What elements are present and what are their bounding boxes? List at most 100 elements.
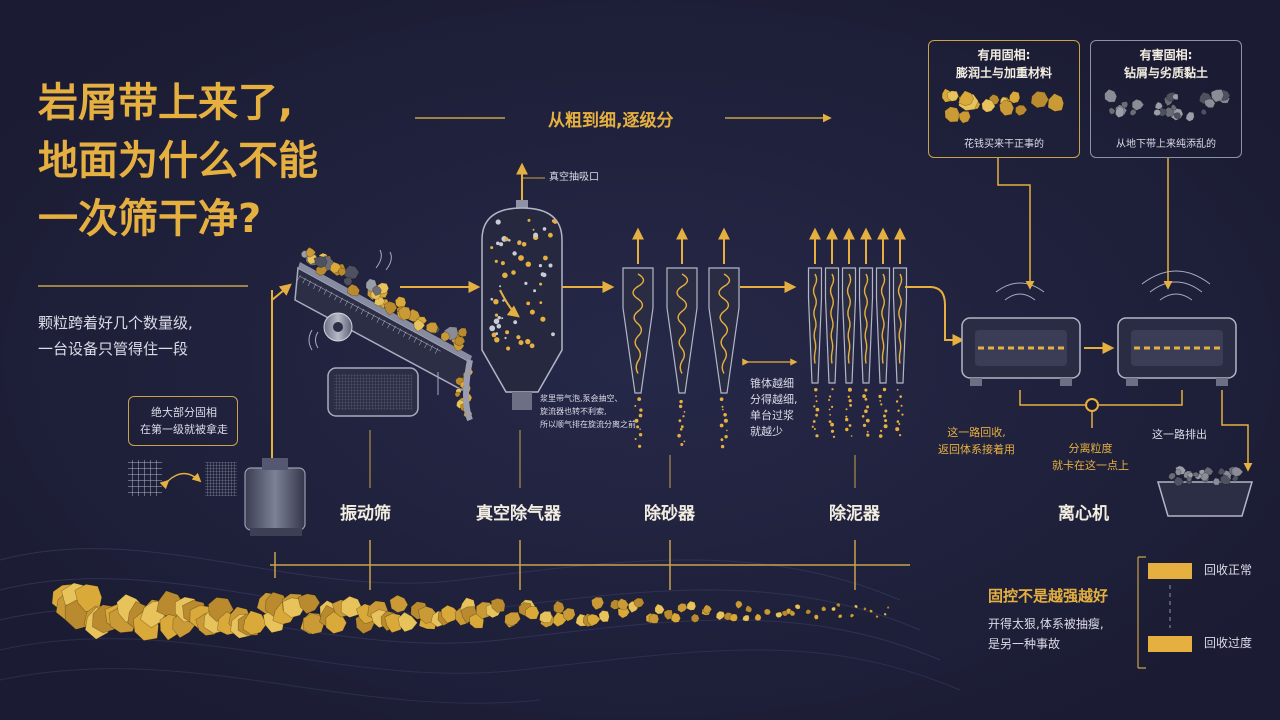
desilter-cone-underflow-particle	[895, 427, 900, 432]
desilter-cone-underflow-particle	[811, 425, 814, 428]
desilter-cone-underflow-particle	[847, 387, 852, 392]
desilter-cone-underflow-particle	[878, 394, 882, 399]
desander-cone-underflow-particle	[637, 397, 642, 401]
cut-point-line-1: 分离粒度	[1068, 442, 1113, 455]
degasser-note: 浆里带气泡,泵会抽空、 旋流器也转不利索, 所以顺气排在旋流分离之前	[540, 392, 636, 431]
degasser-bubble	[513, 320, 518, 325]
degasser-bubble	[491, 332, 497, 338]
desilter-cone-body	[892, 267, 908, 384]
desander-cone-underflow-particle	[638, 413, 643, 418]
shaker-rock	[454, 336, 466, 347]
cone-note-line-4: 就越少	[750, 425, 783, 438]
first-stage-line-1: 绝大部分固相	[151, 406, 217, 419]
desilter-cone-vortex	[880, 273, 886, 364]
degasser-bubble	[505, 330, 510, 335]
desilter-cone-vortex	[829, 273, 835, 364]
centrifuge-return-line-1: 这一路回收,	[947, 426, 1006, 439]
strip-particle	[745, 605, 753, 613]
desilter-cone-underflow-particle	[831, 405, 834, 408]
shaker-rock	[347, 283, 361, 297]
desilter-cone-underflow-particle	[849, 404, 852, 407]
desilter-cone-underflow-particle	[830, 429, 835, 433]
degasser-bubble	[496, 241, 500, 246]
legend-swatch-normal	[1148, 563, 1192, 579]
control-body-line-1: 开得太狠,体系被抽瘦,	[988, 617, 1104, 631]
degasser-bubble	[501, 317, 504, 320]
desilter-cone-underflow-particle	[899, 395, 902, 398]
discharge-bin	[1156, 481, 1254, 517]
harmful-rock	[1185, 111, 1195, 122]
desander-cone-underflow-particle	[719, 423, 724, 428]
desander-cone-underflow-particle	[720, 444, 725, 449]
strip-particle	[598, 610, 610, 623]
page-title: 岩屑带上来了, 地面为什么不能 一次筛干净?	[38, 74, 418, 248]
arrow-desilter-centrifuge	[905, 286, 965, 346]
degasser-vessel	[463, 162, 563, 422]
centrifuge-return-line-2: 返回体系接着用	[938, 443, 1015, 456]
cone-note-line-2: 分得越细,	[750, 393, 798, 406]
cone-note-line-3: 单台过浆	[750, 409, 794, 422]
degasser-bubble	[512, 251, 517, 256]
desilter-cone-underflow-particle	[862, 394, 866, 398]
desilter-cone-underflow-particle	[880, 403, 883, 406]
flow-label: 从粗到细,逐级分	[548, 111, 674, 131]
centrifuge-connectors	[997, 158, 1253, 472]
desilter-cone-underflow-particle	[850, 435, 853, 437]
desilter-cone-underflow-particle	[829, 414, 831, 416]
desander-cone-underflow-particle	[679, 399, 683, 404]
strip-particle	[702, 604, 713, 615]
desilter-cone-underflow-particle	[814, 388, 818, 392]
strip-particle	[591, 596, 605, 611]
shaker-rock	[457, 327, 468, 338]
degasser-bubble	[526, 301, 531, 306]
cone-note: 锥体越细 分得越细, 单台过浆 就越少	[750, 376, 798, 440]
strip-particle	[663, 609, 674, 621]
useful-rock	[958, 110, 971, 124]
desander-cone-underflow-particle	[677, 433, 681, 438]
bin-rock	[1231, 466, 1244, 477]
harmful-rock	[1131, 98, 1145, 111]
bin-rock	[1173, 476, 1184, 487]
degasser-bubble	[543, 255, 548, 261]
desander-cone-body	[708, 267, 740, 394]
degasser-bubble	[533, 289, 537, 293]
strip-particle	[849, 613, 855, 619]
degasser-bubble	[529, 309, 535, 315]
desander-cone-underflow-particle	[678, 404, 683, 409]
strip-particle	[836, 602, 841, 608]
degasser-bubble	[511, 270, 516, 275]
desander-cone-underflow-particle	[723, 418, 728, 423]
degasser-bubbles	[489, 218, 558, 351]
desander-cone-underflow-particle	[636, 425, 640, 429]
strip-particle	[562, 607, 576, 622]
strip-particle	[539, 611, 553, 624]
strip-particle	[821, 605, 827, 612]
desander-cone-underflow-particle	[721, 405, 724, 408]
desilter-cone-underflow-particle	[828, 399, 831, 401]
useful-solids-panel	[928, 40, 1080, 158]
degasser-bubble	[504, 237, 509, 242]
feed-pipe	[271, 283, 292, 470]
desander-cone-underflow-particle	[679, 428, 683, 431]
cone-note-line-1: 锥体越细	[750, 377, 794, 390]
desander-cone-underflow-particle	[634, 418, 639, 423]
strip-particle	[735, 600, 743, 610]
strip-particle	[789, 609, 796, 617]
desilter-cone-underflow-particle	[866, 405, 870, 409]
degasser-bubble	[529, 343, 535, 349]
legend-excess-label: 回收过度	[1204, 636, 1253, 650]
shaker-rock	[305, 246, 317, 258]
useful-rock	[1047, 93, 1065, 112]
shaker-rock	[425, 322, 439, 334]
strip-particle	[813, 614, 819, 620]
degasser-bubble	[521, 242, 527, 247]
strip-particle	[490, 597, 506, 613]
label-desilter: 除泥器	[829, 504, 880, 524]
harmful-rock	[1166, 91, 1177, 102]
degasser-bubble	[494, 259, 498, 263]
desilter-cone-underflow-particle	[879, 400, 882, 402]
strip-particle	[670, 612, 681, 623]
desander-cone-underflow-particle	[683, 411, 686, 413]
degasser-bubble	[527, 218, 531, 222]
centrifuge-1	[961, 282, 1081, 386]
